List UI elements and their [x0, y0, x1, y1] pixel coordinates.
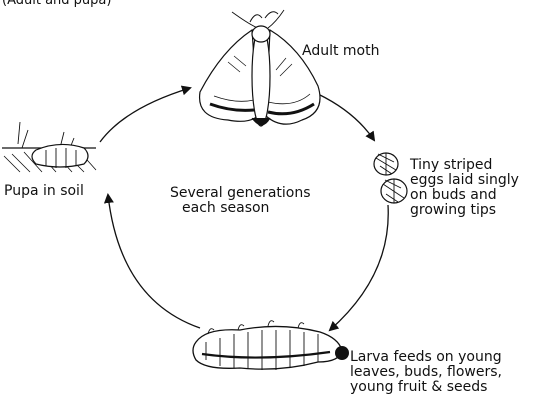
eggs-label-line: on buds and — [410, 188, 519, 203]
adult-moth-label: Adult moth — [302, 44, 380, 59]
eggs-label-line: growing tips — [410, 203, 519, 218]
center-label-line: Several generations — [170, 186, 311, 201]
arrow-adult-to-eggs — [318, 94, 374, 140]
larva-label: Larva feeds on young leaves, buds, flowe… — [350, 350, 502, 395]
larva-label-line: young fruit & seeds — [350, 380, 502, 395]
larva-illustration — [193, 321, 349, 370]
center-label-line: each season — [170, 201, 311, 216]
center-label: Several generations each season — [170, 186, 311, 216]
pupa-label: Pupa in soil — [4, 184, 84, 199]
eggs-illustration — [374, 153, 407, 203]
pupa-illustration — [2, 122, 96, 172]
eggs-label: Tiny striped eggs laid singly on buds an… — [410, 158, 519, 218]
arrow-eggs-to-larva — [330, 205, 388, 330]
eggs-label-line: eggs laid singly — [410, 173, 519, 188]
adult-moth-illustration — [200, 10, 320, 126]
eggs-label-line: Tiny striped — [410, 158, 519, 173]
arrow-pupa-to-adult — [100, 88, 190, 142]
larva-label-line: leaves, buds, flowers, — [350, 365, 502, 380]
larva-label-line: Larva feeds on young — [350, 350, 502, 365]
